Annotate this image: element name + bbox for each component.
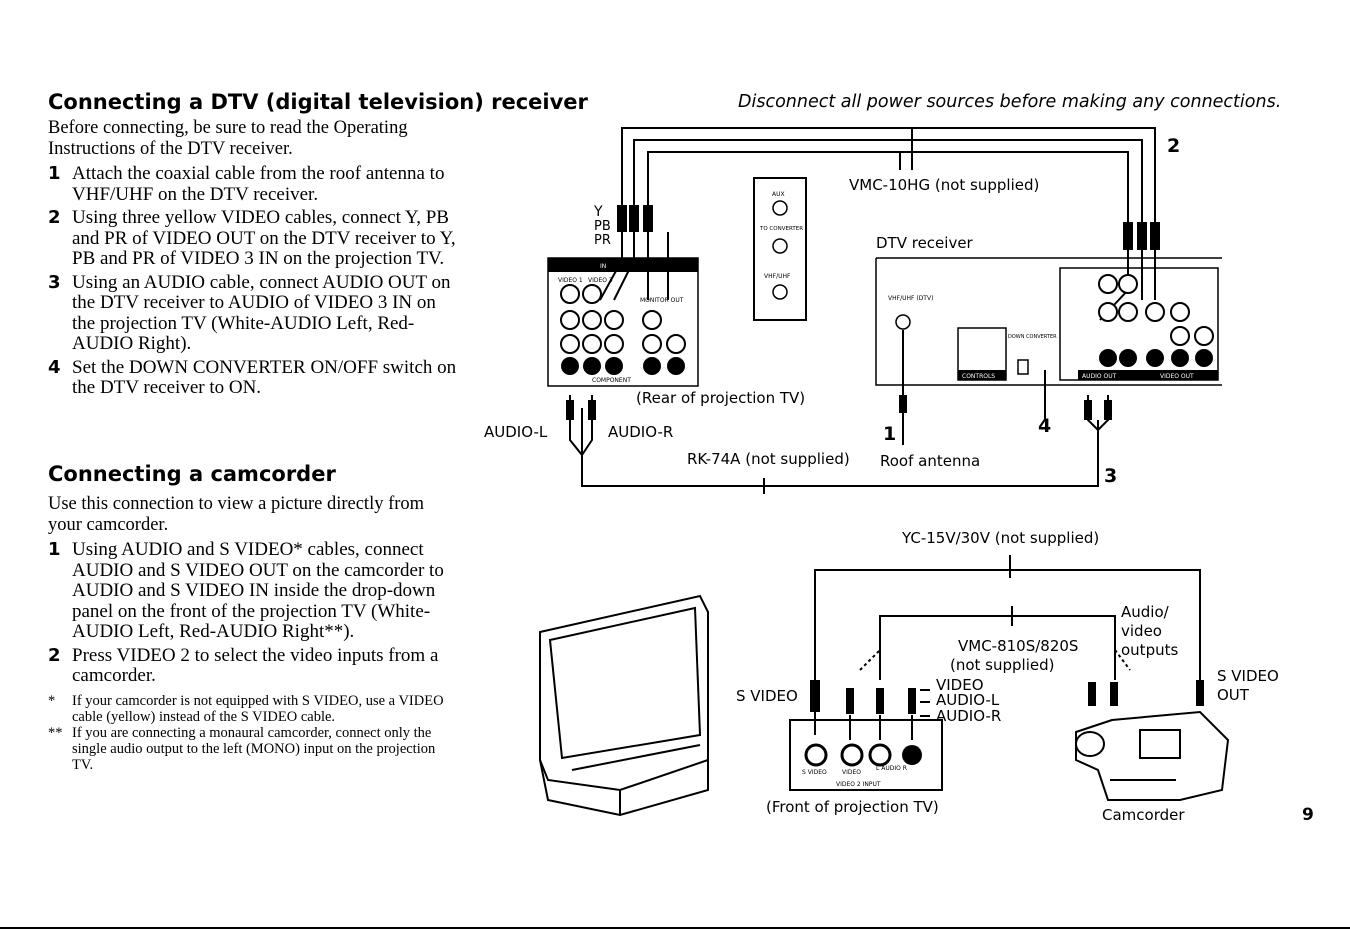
footnote-mark: * (48, 692, 56, 709)
projection-tv-illustration (539, 594, 709, 817)
panel-label: TO CONVERTER (759, 226, 803, 232)
top-diagram-labels: VMC-10HG (not supplied) DTV receiver (Re… (484, 135, 1180, 487)
panel-label: COMPONENT (592, 377, 631, 384)
step-callout-3: 3 (1104, 465, 1117, 487)
antenna-input-panel: AUX TO CONVERTER VHF/UHF (753, 177, 807, 321)
jack-label-s-video: S VIDEO (736, 687, 798, 705)
cable-label-yc15v: YC-15V/30V (not supplied) (901, 529, 1099, 547)
component-cable-outer (621, 127, 1156, 222)
output-label-line3: outputs (1121, 641, 1178, 659)
jack-label-audio-l: AUDIO-L (936, 691, 1000, 709)
panel-label: VIDEO 2 INPUT (836, 781, 881, 788)
output-label-s-video: S VIDEO (1217, 667, 1279, 685)
panel-label: AUDIO OUT (1082, 373, 1117, 380)
list-item: 4 Set the DOWN CONVERTER ON/OFF switch on… (48, 356, 458, 399)
step-text: Using an AUDIO cable, connect AUDIO OUT … (72, 271, 451, 354)
panel-label: L AUDIO R (876, 765, 907, 772)
step-text: Using three yellow VIDEO cables, connect… (72, 207, 456, 269)
rear-tv-panel: IN VIDEO 1 VIDEO 3 MONITOR OUT COMPONENT (547, 257, 699, 387)
component-cable-inner (647, 151, 1129, 222)
cable-label-vmc810s: VMC-810S/820S (958, 637, 1078, 655)
dtv-intro: Before connecting, be sure to read the O… (48, 118, 408, 159)
panel-label: AUX (772, 191, 785, 198)
jack-label-pb: PB (594, 219, 611, 234)
panel-label: VIDEO 1 (558, 277, 583, 284)
panel-label: VHF/UHF (DTV) (888, 295, 933, 302)
jack-label-pr: PR (594, 233, 611, 248)
panel-label: VIDEO (842, 769, 861, 776)
step-number: 2 (48, 207, 61, 228)
step-callout-1: 1 (883, 423, 896, 445)
list-item: 3 Using an AUDIO cable, connect AUDIO OUT… (48, 271, 458, 355)
output-label-line2: video (1121, 622, 1162, 640)
step-text: Set the DOWN CONVERTER ON/OFF switch on … (72, 356, 457, 398)
jack-label-audio-r: AUDIO-R (936, 707, 1001, 725)
bottom-rule (0, 927, 1350, 929)
panel-label: S VIDEO (802, 769, 827, 776)
jack-label-audio-l: AUDIO-L (484, 423, 548, 441)
jack-label-audio-r: AUDIO-R (608, 423, 673, 441)
jack-label-y: Y (593, 204, 603, 220)
list-item: 2 Using three yellow VIDEO cables, connec… (48, 207, 458, 270)
device-label-camcorder: Camcorder (1102, 806, 1185, 824)
cable-label-not-supplied: (not supplied) (950, 656, 1055, 674)
footnote-text: If you are connecting a monaural camcord… (72, 724, 436, 773)
step-text: Using AUDIO and S VIDEO* cables, connect… (72, 539, 444, 642)
bottom-diagram-lines (814, 555, 1201, 740)
dtv-section-body: Before connecting, be sure to read the O… (48, 118, 458, 402)
device-label-roof-antenna: Roof antenna (880, 452, 980, 470)
cable-label-rk74a: RK-74A (not supplied) (687, 450, 850, 468)
step-number: 4 (48, 356, 61, 378)
camcorder-steps: 1 Using AUDIO and S VIDEO* cables, connec… (48, 539, 458, 687)
panel-label: CONTROLS (962, 373, 995, 380)
camcorder-section-body: Use this connection to view a picture di… (48, 494, 458, 773)
cable-plugs (566, 205, 1160, 420)
dtv-steps: 1 Attach the coaxial cable from the roof … (48, 163, 458, 399)
camcorder-section-heading: Connecting a camcorder (48, 462, 336, 486)
list-item: 1 Using AUDIO and S VIDEO* cables, connec… (48, 539, 458, 643)
step-number: 1 (48, 163, 61, 184)
footnote-text: If your camcorder is not equipped with S… (72, 692, 444, 725)
step-callout-2: 2 (1167, 135, 1180, 157)
dtv-section-heading: Connecting a DTV (digital television) re… (48, 90, 588, 114)
panel-label: VIDEO 3 (588, 277, 613, 284)
panel-label: DOWN CONVERTER (1008, 334, 1057, 340)
bottom-cable-plugs (810, 680, 1204, 714)
step-number: 2 (48, 644, 61, 666)
camcorder-intro: Use this connection to view a picture di… (48, 494, 425, 535)
list-item: 1 Attach the coaxial cable from the roof … (48, 163, 458, 205)
footnote-mark: ** (48, 724, 63, 741)
device-label-front-tv: (Front of projection TV) (766, 798, 939, 816)
component-cable-middle (633, 139, 1143, 222)
output-label-line1: Audio/ (1121, 603, 1170, 621)
step-number: 1 (48, 539, 61, 560)
device-label-rear-tv: (Rear of projection TV) (636, 389, 805, 407)
step-text: Attach the coaxial cable from the roof a… (72, 163, 445, 205)
step-callout-4: 4 (1038, 415, 1051, 437)
footnote: * If your camcorder is not equipped with … (48, 693, 458, 725)
device-label-dtv-receiver: DTV receiver (876, 234, 974, 252)
footnote: ** If you are connecting a monaural camco… (48, 725, 458, 773)
camcorder-illustration (1075, 710, 1230, 801)
jack-label-video: VIDEO (936, 676, 984, 694)
panel-label: MONITOR OUT (640, 297, 684, 304)
step-number: 3 (48, 271, 61, 293)
list-item: 2 Press VIDEO 2 to select the video input… (48, 644, 458, 687)
page-number: 9 (1302, 805, 1314, 825)
panel-label: VIDEO OUT (1160, 373, 1194, 380)
output-label-out: OUT (1217, 686, 1250, 704)
panel-label: IN (600, 263, 606, 270)
cable-label-vmc10hg: VMC-10HG (not supplied) (849, 176, 1039, 194)
step-text: Press VIDEO 2 to select the video inputs… (72, 644, 439, 686)
safety-notice: Disconnect all power sources before maki… (738, 92, 1282, 112)
panel-label: VHF/UHF (764, 273, 791, 280)
footnotes: * If your camcorder is not equipped with … (48, 693, 458, 773)
front-panel-inset: S VIDEO VIDEO L AUDIO R VIDEO 2 INPUT (789, 719, 943, 791)
dtv-receiver-panel: VHF/UHF (DTV) CONTROLS DOWN CONVERTER AU… (875, 257, 1222, 386)
bottom-diagram-labels: YC-15V/30V (not supplied) VMC-810S/820S … (736, 529, 1279, 824)
